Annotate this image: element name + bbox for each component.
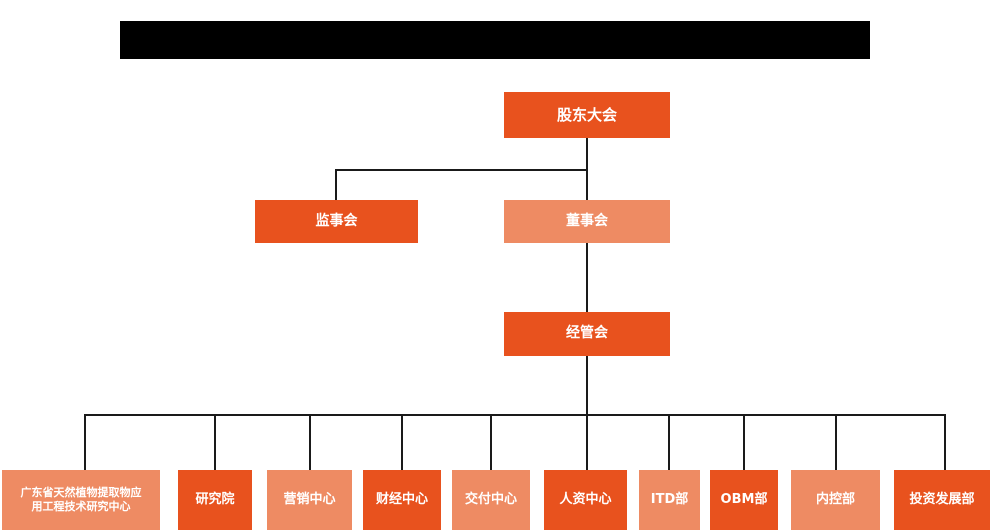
node-finance-center[interactable]: 财经中心 bbox=[363, 470, 441, 530]
connector-directors-to-management bbox=[586, 243, 588, 312]
label-line-2: 用工程技术研究中心 bbox=[31, 500, 131, 513]
node-hr-center[interactable]: 人资中心 bbox=[544, 470, 627, 530]
connector-to-finance-center bbox=[401, 414, 403, 470]
node-board-of-supervisors[interactable]: 监事会 bbox=[255, 200, 418, 243]
node-obm-dept[interactable]: OBM部 bbox=[710, 470, 778, 530]
connector-to-guangdong-research-center bbox=[84, 414, 86, 470]
connector-to-research-institute bbox=[214, 414, 216, 470]
connector-to-hr-center bbox=[586, 414, 588, 470]
connector-to-board-of-directors bbox=[586, 169, 588, 200]
node-investment-development-dept[interactable]: 投资发展部 bbox=[894, 470, 990, 530]
node-internal-control-dept[interactable]: 内控部 bbox=[791, 470, 880, 530]
node-shareholders-meeting[interactable]: 股东大会 bbox=[504, 92, 670, 138]
node-marketing-center-label: 营销中心 bbox=[283, 491, 336, 507]
node-delivery-center[interactable]: 交付中心 bbox=[452, 470, 530, 530]
node-finance-center-label: 财经中心 bbox=[375, 491, 428, 507]
node-itd-dept[interactable]: ITD部 bbox=[639, 470, 700, 530]
node-shareholders-meeting-label: 股东大会 bbox=[556, 105, 617, 124]
redacted-title-bar bbox=[120, 21, 870, 59]
connector-to-marketing-center bbox=[309, 414, 311, 470]
label-line-1: 广东省天然植物提取物应 bbox=[20, 486, 142, 500]
node-guangdong-research-center-label: 广东省天然植物提取物应 用工程技术研究中心 bbox=[21, 486, 142, 514]
connector-level2-bus bbox=[335, 169, 588, 171]
node-hr-center-label: 人资中心 bbox=[559, 491, 612, 507]
connector-shareholders-down bbox=[586, 138, 588, 170]
connector-to-board-of-supervisors bbox=[335, 169, 337, 200]
node-board-of-directors-label: 董事会 bbox=[566, 212, 608, 229]
node-marketing-center[interactable]: 营销中心 bbox=[267, 470, 352, 530]
node-board-of-directors[interactable]: 董事会 bbox=[504, 200, 670, 243]
connector-departments-bus bbox=[84, 414, 946, 416]
connector-to-obm-dept bbox=[743, 414, 745, 470]
connector-to-investment-development-dept bbox=[944, 414, 946, 470]
node-board-of-supervisors-label: 监事会 bbox=[315, 212, 358, 229]
node-guangdong-research-center[interactable]: 广东省天然植物提取物应 用工程技术研究中心 bbox=[2, 470, 160, 530]
node-internal-control-dept-label: 内控部 bbox=[815, 491, 855, 507]
connector-management-down bbox=[586, 356, 588, 416]
node-obm-dept-label: OBM部 bbox=[720, 491, 768, 507]
node-research-institute[interactable]: 研究院 bbox=[178, 470, 252, 530]
node-research-institute-label: 研究院 bbox=[195, 491, 235, 507]
node-delivery-center-label: 交付中心 bbox=[464, 491, 517, 507]
node-management-committee-label: 经管会 bbox=[566, 325, 608, 342]
node-management-committee[interactable]: 经管会 bbox=[504, 312, 670, 356]
node-itd-dept-label: ITD部 bbox=[650, 491, 689, 507]
connector-to-internal-control-dept bbox=[835, 414, 837, 470]
connector-to-delivery-center bbox=[490, 414, 492, 470]
node-investment-development-dept-label: 投资发展部 bbox=[909, 491, 975, 507]
connector-to-itd-dept bbox=[668, 414, 670, 470]
